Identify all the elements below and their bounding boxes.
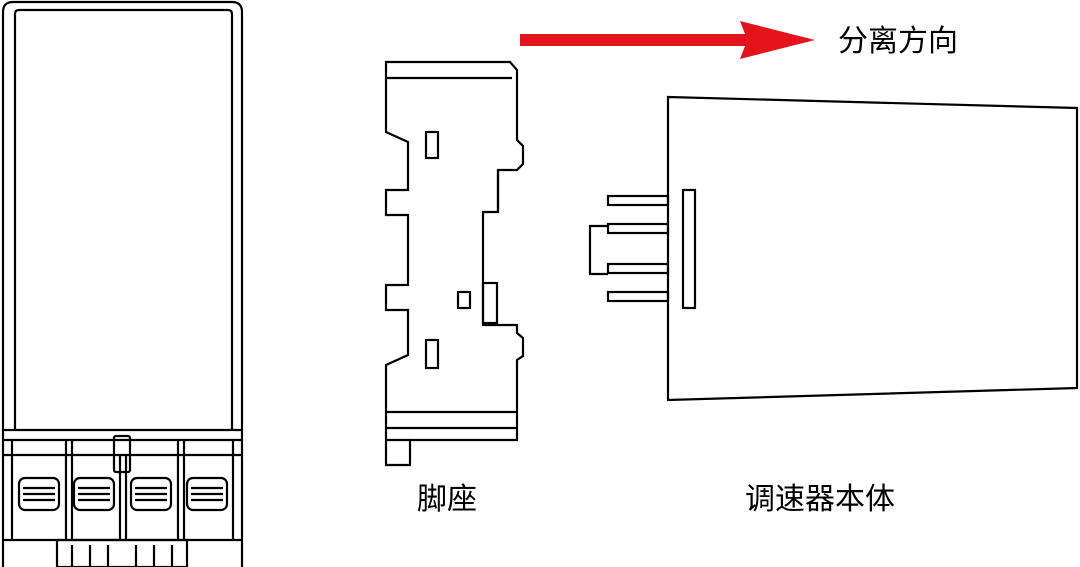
screw-terminal <box>17 476 61 512</box>
controller-pin <box>606 262 670 275</box>
socket-slot <box>424 130 440 160</box>
center-latch-tab <box>112 434 132 474</box>
device-inner-cover <box>13 8 234 430</box>
device-outer-housing <box>1 0 244 567</box>
screw-terminal <box>72 476 116 512</box>
socket-clip <box>481 281 499 325</box>
controller-pin <box>606 194 670 207</box>
socket-outline <box>384 60 525 467</box>
controller-pin <box>606 222 670 235</box>
socket-slot <box>456 290 472 310</box>
separation-direction-arrow <box>520 21 815 59</box>
bottom-connector <box>55 538 189 567</box>
screw-terminal-body <box>17 476 61 512</box>
controller-body-label: 调速器本体 <box>745 482 895 517</box>
screw-terminal-body <box>185 476 229 512</box>
controller-pin-plate <box>681 188 697 310</box>
socket-base-label: 脚座 <box>417 482 477 517</box>
terminal-dividers <box>10 440 235 540</box>
bottom-connector-body <box>55 538 189 567</box>
controller-body-side-view <box>588 95 1079 402</box>
controller-key-bracket <box>588 224 608 276</box>
socket-base-side-view <box>384 60 525 467</box>
controller-body-outline <box>666 95 1079 402</box>
screw-terminal-body <box>129 476 173 512</box>
separation-direction-label: 分离方向 <box>838 24 958 59</box>
screw-terminal <box>185 476 229 512</box>
screw-terminal-body <box>72 476 116 512</box>
controller-pin <box>606 290 670 303</box>
assembled-device-front-view <box>1 0 244 567</box>
screw-terminal <box>129 476 173 512</box>
socket-slot <box>424 338 440 370</box>
